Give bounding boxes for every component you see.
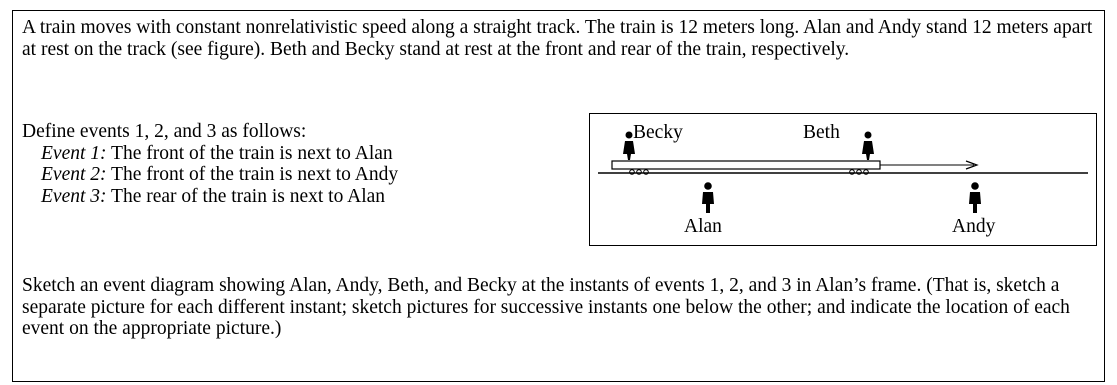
problem-frame	[12, 10, 1105, 382]
train-figure: Becky Beth Alan Andy	[589, 113, 1097, 246]
event-3-label: Event 3:	[41, 185, 107, 207]
events-block: Define events 1, 2, and 3 as follows: Ev…	[22, 121, 398, 207]
becky-label: Becky	[633, 122, 683, 143]
alan-figure	[702, 182, 714, 213]
beth-label: Beth	[803, 122, 840, 143]
event-1-text: The front of the train is next to Alan	[106, 142, 393, 164]
event-1: Event 1: The front of the train is next …	[41, 143, 398, 165]
event-2: Event 2: The front of the train is next …	[41, 164, 398, 186]
andy-figure	[969, 182, 981, 213]
beth-figure	[862, 131, 874, 160]
intro-paragraph: A train moves with constant nonrelativis…	[22, 17, 1093, 60]
andy-label: Andy	[952, 216, 996, 237]
events-intro: Define events 1, 2, and 3 as follows:	[22, 121, 307, 142]
train-wheels	[629, 169, 869, 175]
task-paragraph: Sketch an event diagram showing Alan, An…	[22, 275, 1070, 339]
event-2-text: The front of the train is next to Andy	[106, 164, 399, 185]
train-body	[611, 160, 881, 170]
event-3-text: The rear of the train is next to Alan	[106, 185, 386, 207]
becky-figure	[623, 131, 635, 160]
velocity-arrow	[880, 160, 979, 170]
train-diagram	[598, 131, 1088, 213]
event-2-label: Event 2:	[41, 164, 107, 185]
alan-label: Alan	[684, 216, 722, 237]
event-3: Event 3: The rear of the train is next t…	[41, 186, 398, 208]
event-1-label: Event 1:	[41, 142, 107, 164]
